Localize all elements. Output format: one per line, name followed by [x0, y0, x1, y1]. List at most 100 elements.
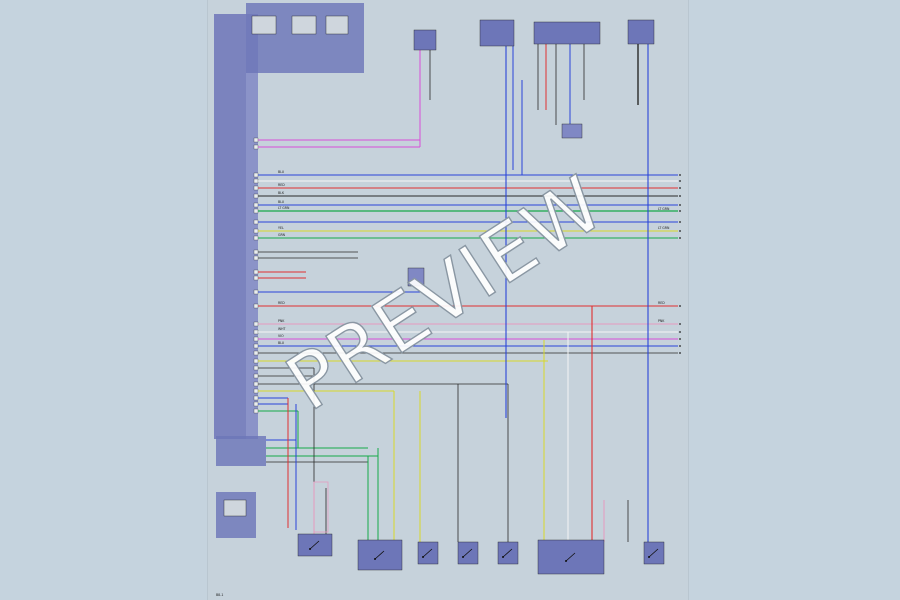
switch-glyph-6: [565, 552, 576, 562]
pin-20: [253, 336, 259, 342]
pin-19: [253, 329, 259, 335]
pin-6: [253, 193, 259, 199]
terminal-3: [679, 174, 681, 176]
wire-code-3: BLK: [278, 191, 285, 195]
terminal-19: [679, 331, 681, 333]
wire-code-12: BLU: [278, 341, 285, 345]
panel-top-inset: [251, 15, 277, 35]
switch-contact-4: [462, 556, 464, 558]
switch-glyph-7: [648, 548, 659, 558]
terminal-10: [679, 230, 681, 232]
page-marker: B8-1: [216, 593, 223, 597]
connector-top-2: [479, 19, 515, 47]
pin-27: [253, 388, 259, 394]
connector-top-1: [413, 29, 437, 51]
switch-glyph-4: [462, 548, 473, 558]
pin-10: [253, 228, 259, 234]
schematic-sheet: BLU RED BLK BLU LT GRN YEL GRN RED PNK WHT VIO BLU L…: [208, 0, 688, 600]
wire-loop-pink: [313, 481, 329, 533]
terminal-9: [679, 221, 681, 223]
panel-top-inset-2: [291, 15, 317, 35]
terminal-17: [679, 305, 681, 307]
terminal-21: [679, 345, 681, 347]
switch-glyph-5: [502, 548, 513, 558]
terminal-18: [679, 323, 681, 325]
terminal-6: [679, 195, 681, 197]
pin-22: [253, 350, 259, 356]
wire-code-11: VIO: [278, 334, 284, 338]
pin-16: [253, 289, 259, 295]
pin-23: [253, 358, 259, 364]
pin-15: [253, 275, 259, 281]
panel-top-inset-3: [325, 15, 349, 35]
terminal-20: [679, 338, 681, 340]
wire-code-1: BLU: [278, 170, 285, 174]
terminal-8: [679, 210, 681, 212]
switch-contact-7: [648, 556, 650, 558]
wire-code-7: GRN: [278, 233, 286, 237]
wire-code-8: RED: [278, 301, 285, 305]
pin-9: [253, 219, 259, 225]
pin-26: [253, 381, 259, 387]
switch-glyph-3: [422, 548, 433, 558]
top-connectors: [407, 19, 655, 287]
pin-2: [253, 144, 259, 150]
wire-code-13: LT GRN: [658, 207, 670, 211]
wire-code-10: WHT: [278, 327, 286, 331]
pin-25: [253, 373, 259, 379]
vertical-wires: [287, 44, 649, 544]
pin-5: [253, 185, 259, 191]
connector-top-3: [533, 21, 601, 45]
pin-13: [253, 255, 259, 261]
pin-11: [253, 235, 259, 241]
bottom-components: [297, 533, 665, 575]
panel-lower-block: [216, 436, 266, 466]
switch-contact-1: [309, 548, 311, 550]
terminal-22: [679, 352, 681, 354]
switch-glyph-2: [374, 550, 385, 560]
wire-code-9: PNK: [278, 319, 285, 323]
pin-7: [253, 202, 259, 208]
panel-left-column: [214, 14, 246, 439]
wiring-diagram: BLU RED BLK BLU LT GRN YEL GRN RED PNK WHT VIO BLU L…: [214, 3, 681, 597]
switch-contact-6: [565, 560, 567, 562]
switch-contact-5: [502, 556, 504, 558]
connector-pins: [253, 137, 259, 414]
connector-mid-relay: [561, 123, 583, 139]
connector-top-4: [627, 19, 655, 45]
pin-28: [253, 395, 259, 401]
pin-29: [253, 401, 259, 407]
pin-1: [253, 137, 259, 143]
pin-24: [253, 365, 259, 371]
switch-contact-3: [422, 556, 424, 558]
pin-30: [253, 408, 259, 414]
terminal-7: [679, 204, 681, 206]
horizontal-wires: [258, 139, 678, 463]
wire-code-15: RED: [658, 301, 665, 305]
panel-top-block: [246, 3, 364, 73]
panel-bottom-inset: [223, 499, 247, 517]
wire-code-5: LT GRN: [278, 206, 290, 210]
terminal-4: [679, 180, 681, 182]
wire-code-16: PNK: [658, 319, 665, 323]
connector-mid-sensor: [407, 267, 425, 287]
right-terminals: [679, 174, 681, 354]
pin-8: [253, 208, 259, 214]
wire-code-6: YEL: [278, 226, 284, 230]
terminal-11: [679, 237, 681, 239]
pin-14: [253, 269, 259, 275]
switch-contact-2: [374, 558, 376, 560]
pin-18: [253, 321, 259, 327]
switch-glyph-1: [309, 540, 320, 550]
pin-4: [253, 178, 259, 184]
terminal-5: [679, 187, 681, 189]
main-module-panel: [214, 3, 364, 538]
pin-12: [253, 249, 259, 255]
wire-code-14: LT GRN: [658, 226, 670, 230]
wire-code-labels: BLU RED BLK BLU LT GRN YEL GRN RED PNK WHT VIO BLU L…: [278, 170, 670, 345]
pin-17: [253, 303, 259, 309]
pin-21: [253, 343, 259, 349]
wire-code-4: BLU: [278, 200, 285, 204]
pin-3: [253, 172, 259, 178]
wire-code-2: RED: [278, 183, 285, 187]
